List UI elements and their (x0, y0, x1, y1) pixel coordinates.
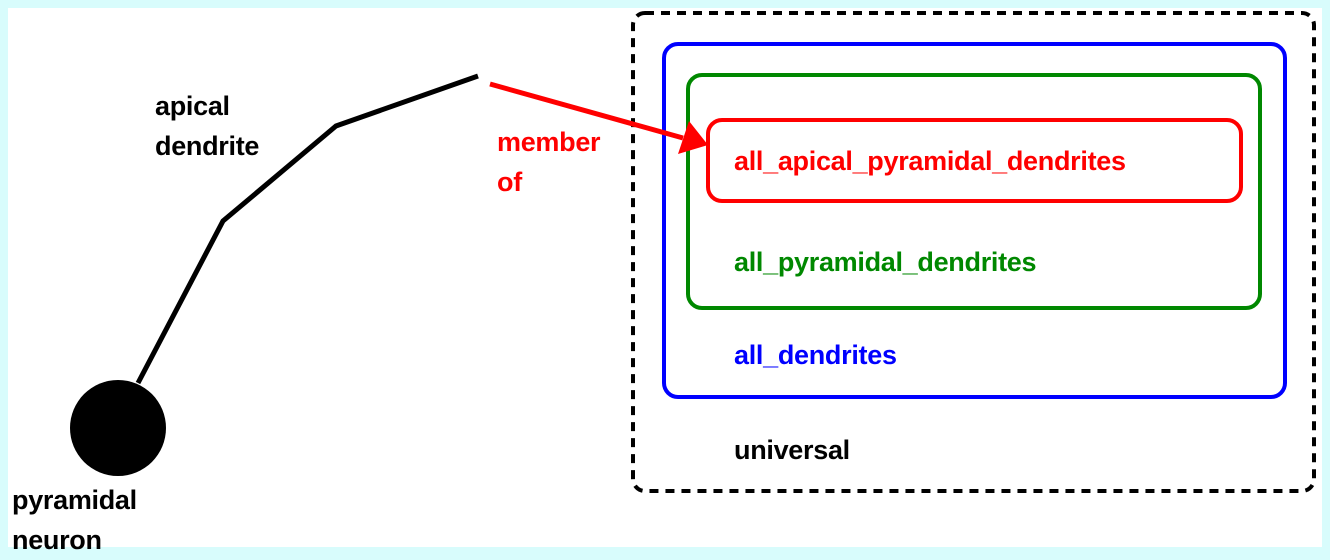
universal-set-label: universal (734, 435, 850, 465)
member-of-arrowhead (678, 121, 708, 154)
apical-dendrite-label-line1: apical (155, 91, 230, 121)
dendrites-set-box (662, 42, 1287, 399)
apical-set-label: all_apical_pyramidal_dendrites (734, 146, 1126, 176)
apical-set-box (706, 118, 1243, 203)
pyramidal-set-label: all_pyramidal_dendrites (734, 247, 1037, 277)
dendrites-set-label: all_dendrites (734, 340, 897, 370)
member-of-label-line2: of (497, 167, 522, 197)
pyramidal-set-box (686, 73, 1262, 310)
member-of-arrow-shaft (489, 81, 684, 141)
apical-dendrite-label: apical dendrite (155, 86, 259, 166)
apical-dendrite-label-line2: dendrite (155, 131, 260, 161)
universal-set-box (631, 11, 1316, 493)
pyramidal-neuron-label-line1: pyramidal (12, 485, 137, 515)
diagram-svg (70, 11, 1316, 493)
pyramidal-neuron-label: pyramidal neuron (12, 480, 137, 560)
member-of-label: member of (497, 122, 601, 202)
diagram-canvas: apical dendrite pyramidal neuron member … (8, 8, 1322, 555)
apical-dendrite-line (135, 73, 479, 385)
pyramidal-neuron-label-line2: neuron (12, 525, 102, 555)
member-of-label-line1: member (497, 127, 601, 157)
neuron-soma (70, 380, 166, 476)
